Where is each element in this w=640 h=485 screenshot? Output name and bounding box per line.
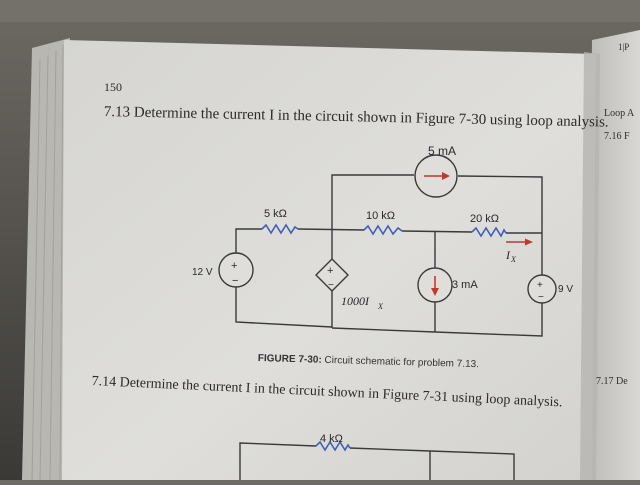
dependent-voltage-source bbox=[315, 258, 349, 292]
resistor-4k bbox=[315, 440, 351, 452]
label-5ma: 5 mA bbox=[428, 144, 456, 158]
label-dependent: 1000I bbox=[341, 294, 370, 308]
plus-12v: + bbox=[231, 260, 237, 272]
current-source-3ma bbox=[417, 267, 453, 303]
label-12v: 12 V bbox=[192, 267, 213, 278]
wire-left-bottom bbox=[235, 287, 333, 328]
plus-9v: + bbox=[537, 280, 543, 291]
right-problem-7-17: 7.17 De bbox=[596, 376, 628, 387]
right-problem-7-16: 7.16 F bbox=[604, 131, 630, 142]
figure-caption-label: FIGURE 7-30: bbox=[257, 353, 322, 366]
label-10k: 10 kΩ bbox=[366, 210, 395, 222]
voltage-source-9v bbox=[527, 274, 557, 304]
right-page-number: 1|P bbox=[618, 42, 630, 52]
wire-top-right bbox=[457, 175, 543, 275]
plus-dependent: + bbox=[327, 265, 333, 277]
resistor-10k bbox=[363, 224, 403, 236]
left-page bbox=[62, 40, 596, 480]
right-page bbox=[588, 30, 640, 480]
current-source-5ma bbox=[414, 154, 458, 198]
resistor-20k bbox=[471, 226, 507, 238]
label-20k: 20 kΩ bbox=[470, 213, 499, 225]
right-loop-heading: Loop A bbox=[604, 108, 635, 119]
label-ix: I bbox=[505, 248, 511, 262]
circuit-figure-7-30 bbox=[235, 174, 543, 337]
label-ix-subscript: X bbox=[510, 255, 517, 264]
resistor-5k bbox=[261, 223, 299, 235]
label-3ma: 3 mA bbox=[452, 279, 478, 291]
current-arrow-ix bbox=[506, 238, 533, 246]
minus-9v: − bbox=[538, 292, 544, 303]
label-dependent-subscript: X bbox=[377, 302, 384, 311]
wire-mid-2 bbox=[401, 230, 473, 233]
label-4k: 4 kΩ bbox=[320, 433, 343, 445]
wire-mid-1 bbox=[297, 228, 365, 231]
label-5k: 5 kΩ bbox=[264, 208, 287, 220]
minus-dependent: − bbox=[328, 280, 334, 291]
wire-bottom bbox=[331, 303, 543, 337]
label-9v: 9 V bbox=[558, 284, 573, 295]
wire-left-top bbox=[235, 228, 262, 253]
page-number: 150 bbox=[104, 80, 122, 94]
voltage-source-12v bbox=[218, 252, 254, 288]
wire-top-left bbox=[331, 174, 414, 229]
circuit-figure-7-31-partial: 4 kΩ bbox=[239, 433, 515, 480]
minus-12v: − bbox=[232, 275, 238, 287]
